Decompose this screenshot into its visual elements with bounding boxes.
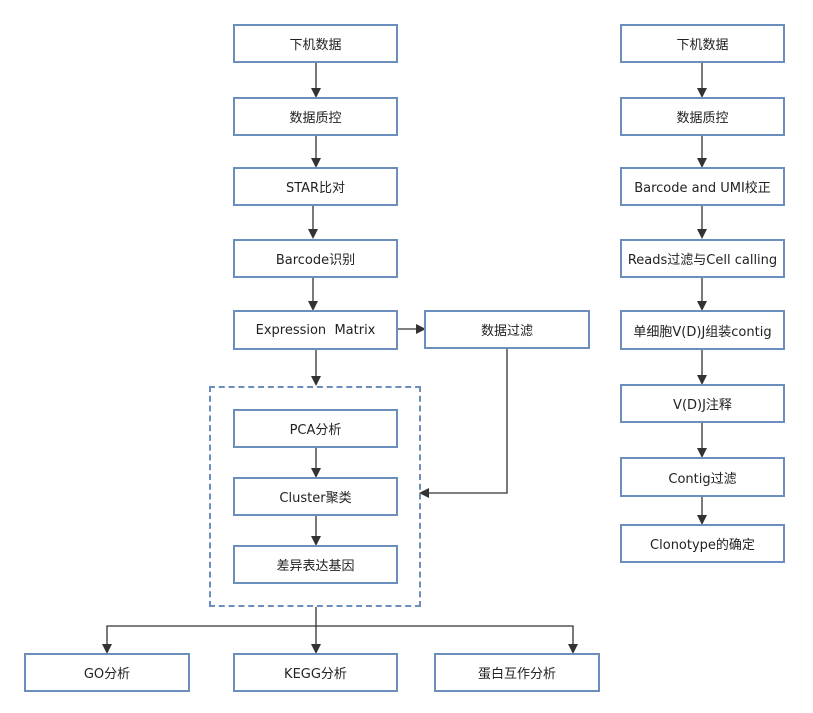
node-r-raw-data[interactable]: 下机数据 [620, 24, 785, 63]
node-r-vdj-assembly[interactable]: 单细胞V(D)J组装contig [620, 310, 785, 350]
node-star-align[interactable]: STAR比对 [233, 167, 398, 206]
analysis-group [209, 386, 421, 607]
node-ppi[interactable]: 蛋白互作分析 [434, 653, 600, 692]
node-r-barcode-umi[interactable]: Barcode and UMI校正 [620, 167, 785, 206]
node-data-filter[interactable]: 数据过滤 [424, 310, 590, 349]
node-barcode-id[interactable]: Barcode识别 [233, 239, 398, 278]
node-cluster[interactable]: Cluster聚类 [233, 477, 398, 516]
node-deg[interactable]: 差异表达基因 [233, 545, 398, 584]
edge-filter-cluster [419, 349, 508, 498]
node-expression-matrix[interactable]: Expression Matrix [233, 310, 398, 350]
node-kegg[interactable]: KEGG分析 [233, 653, 398, 692]
node-r-contig-filter[interactable]: Contig过滤 [620, 457, 785, 497]
node-raw-data[interactable]: 下机数据 [233, 24, 398, 63]
node-r-clonotype[interactable]: Clonotype的确定 [620, 524, 785, 563]
node-data-qc[interactable]: 数据质控 [233, 97, 398, 136]
edge-to-go [102, 625, 316, 654]
node-r-reads-filter[interactable]: Reads过滤与Cell calling [620, 239, 785, 278]
node-pca[interactable]: PCA分析 [233, 409, 398, 448]
node-r-vdj-annotation[interactable]: V(D)J注释 [620, 384, 785, 423]
node-go[interactable]: GO分析 [24, 653, 190, 692]
edge-to-ppi [316, 625, 578, 654]
node-r-data-qc[interactable]: 数据质控 [620, 97, 785, 136]
